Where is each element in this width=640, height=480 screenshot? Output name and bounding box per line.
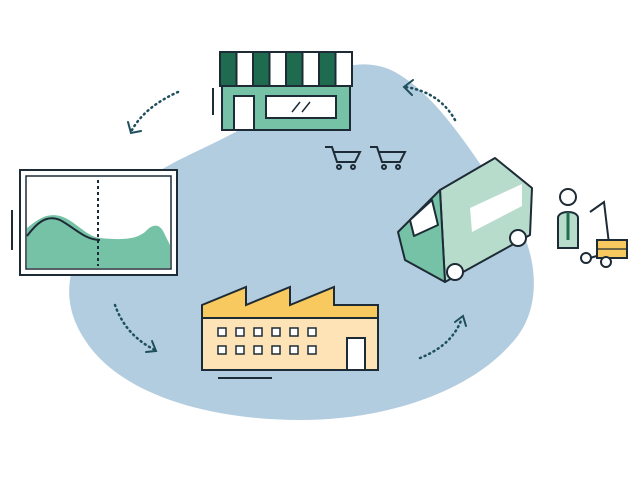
chart-line bbox=[26, 217, 101, 241]
factory-roof bbox=[201, 285, 379, 319]
person-head bbox=[559, 188, 577, 206]
arrowhead-icon bbox=[454, 314, 467, 327]
shopping-cart-icon bbox=[325, 146, 362, 170]
arrow-monitor-to-factory bbox=[113, 303, 157, 352]
store-awning bbox=[219, 51, 353, 87]
factory-icon bbox=[201, 285, 379, 379]
van-wheel bbox=[509, 229, 527, 247]
arrow-store-to-monitor bbox=[130, 90, 180, 132]
hand-truck-wheel bbox=[600, 256, 612, 268]
arrowhead-icon bbox=[127, 121, 142, 135]
arrowhead-icon bbox=[402, 79, 414, 96]
factory-windows bbox=[217, 327, 317, 355]
delivery-person-icon bbox=[557, 188, 628, 268]
van-wheel bbox=[446, 263, 464, 281]
store-icon bbox=[212, 51, 353, 131]
arrow-factory-to-van bbox=[418, 316, 464, 360]
store-door bbox=[233, 95, 255, 131]
cycle-arrows bbox=[113, 85, 464, 360]
arrowheads bbox=[127, 79, 467, 353]
van-windshield bbox=[409, 199, 439, 237]
monitor-chart-icon bbox=[11, 169, 178, 276]
arrowhead-icon bbox=[145, 340, 158, 353]
store-window bbox=[265, 95, 337, 119]
van-side-window bbox=[470, 184, 522, 232]
hand-truck-wheel bbox=[580, 252, 592, 264]
arrow-van-to-store bbox=[403, 85, 457, 122]
background-blob bbox=[69, 64, 534, 421]
shopping-cart-icon bbox=[370, 146, 407, 170]
factory-door bbox=[346, 337, 366, 371]
delivery-van-icon bbox=[397, 157, 533, 283]
